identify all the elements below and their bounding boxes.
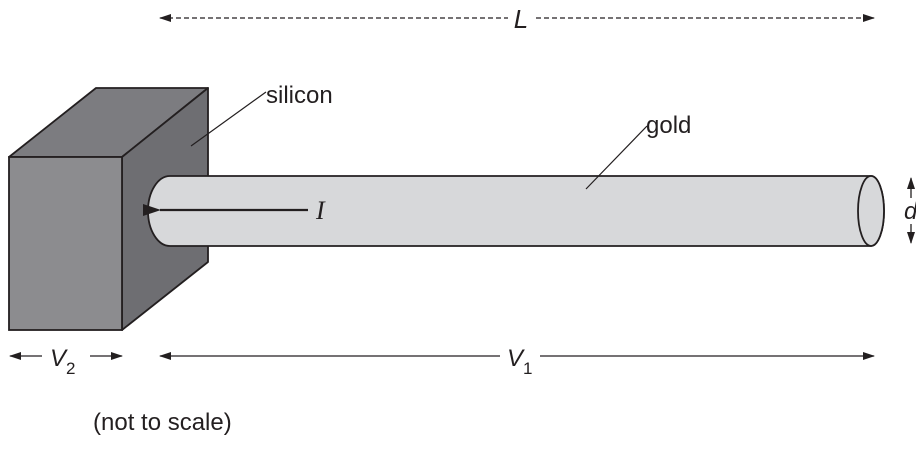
diameter-dimension: d xyxy=(904,177,916,244)
gold-leader-line xyxy=(585,125,648,190)
silicon-label: silicon xyxy=(266,82,333,109)
v2-label: V2 xyxy=(50,345,75,378)
silicon-block-front xyxy=(8,156,123,331)
v2-label-sub: 2 xyxy=(66,359,75,378)
current-label: I xyxy=(315,196,326,225)
v2-label-main: V xyxy=(50,345,68,372)
silicon-callout: silicon xyxy=(190,82,333,147)
length-label: L xyxy=(514,4,528,34)
current-arrow: I xyxy=(143,196,326,225)
gold-callout: gold xyxy=(585,112,691,190)
diameter-label: d xyxy=(904,198,916,225)
length-dimension: L xyxy=(159,4,875,34)
v2-dimension: V2 xyxy=(9,345,123,378)
not-to-scale-note: (not to scale) xyxy=(93,409,232,436)
v1-label-sub: 1 xyxy=(523,359,532,378)
v1-label-main: V xyxy=(507,345,525,372)
v1-label: V1 xyxy=(507,345,532,378)
gold-rod xyxy=(147,175,885,247)
v1-dimension: V1 xyxy=(159,345,875,378)
silicon-leader-line xyxy=(190,91,267,147)
gold-label: gold xyxy=(646,112,691,139)
gold-rod-end-face xyxy=(857,175,885,247)
